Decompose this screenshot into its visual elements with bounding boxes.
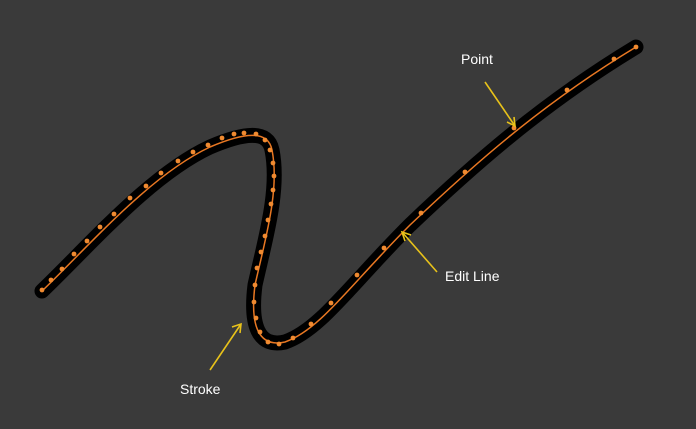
edit-point <box>270 187 276 193</box>
edit-point <box>308 321 314 327</box>
edit-point <box>111 211 117 217</box>
edit-point <box>253 131 259 137</box>
edit-point <box>190 149 196 155</box>
point-label: Point <box>461 51 493 67</box>
edit-line-callout-arrowhead <box>400 230 412 242</box>
edit-point <box>564 87 570 93</box>
edit-point <box>127 195 133 201</box>
edit-point <box>143 183 149 189</box>
edit-point <box>633 44 639 50</box>
edit-point <box>257 329 263 335</box>
edit-point <box>271 173 277 179</box>
edit-point <box>175 158 181 164</box>
edit-line-callout-line <box>401 231 438 273</box>
edit-point <box>219 135 225 141</box>
edit-point <box>97 224 103 230</box>
edit-point <box>290 335 296 341</box>
edit-point <box>418 210 424 216</box>
edit-point <box>262 137 268 143</box>
point-callout-line <box>484 81 516 127</box>
edit-point <box>251 299 257 305</box>
edit-point <box>462 169 468 175</box>
edit-point <box>328 300 334 306</box>
edit-point <box>611 56 617 62</box>
edit-point <box>268 201 274 207</box>
edit-point <box>265 339 271 345</box>
edit-point <box>84 238 90 244</box>
edit-point <box>158 170 164 176</box>
edit-point <box>253 315 259 321</box>
stroke-callout-line <box>209 323 242 371</box>
stroke-label: Stroke <box>180 381 221 397</box>
edit-point <box>71 251 77 257</box>
edit-point <box>252 282 258 288</box>
edit-point <box>270 160 276 166</box>
edit-point <box>48 277 54 283</box>
edit-point <box>267 147 273 153</box>
edit-point <box>241 130 247 136</box>
stroke-callout-arrowhead <box>231 322 242 334</box>
edit-point <box>354 272 360 278</box>
edit-points <box>39 44 639 347</box>
edit-point <box>265 217 271 223</box>
edit-point <box>381 245 387 251</box>
point-callout-arrowhead <box>506 116 516 128</box>
edit-point <box>59 266 65 272</box>
edit-point <box>205 142 211 148</box>
callouts <box>209 81 516 371</box>
edit-line-label: Edit Line <box>445 268 500 284</box>
edit-point <box>254 265 260 271</box>
edit-point <box>276 341 282 347</box>
edit-point <box>258 249 264 255</box>
edit-point <box>231 131 237 137</box>
edit-point <box>262 233 268 239</box>
edit-point <box>39 287 45 293</box>
